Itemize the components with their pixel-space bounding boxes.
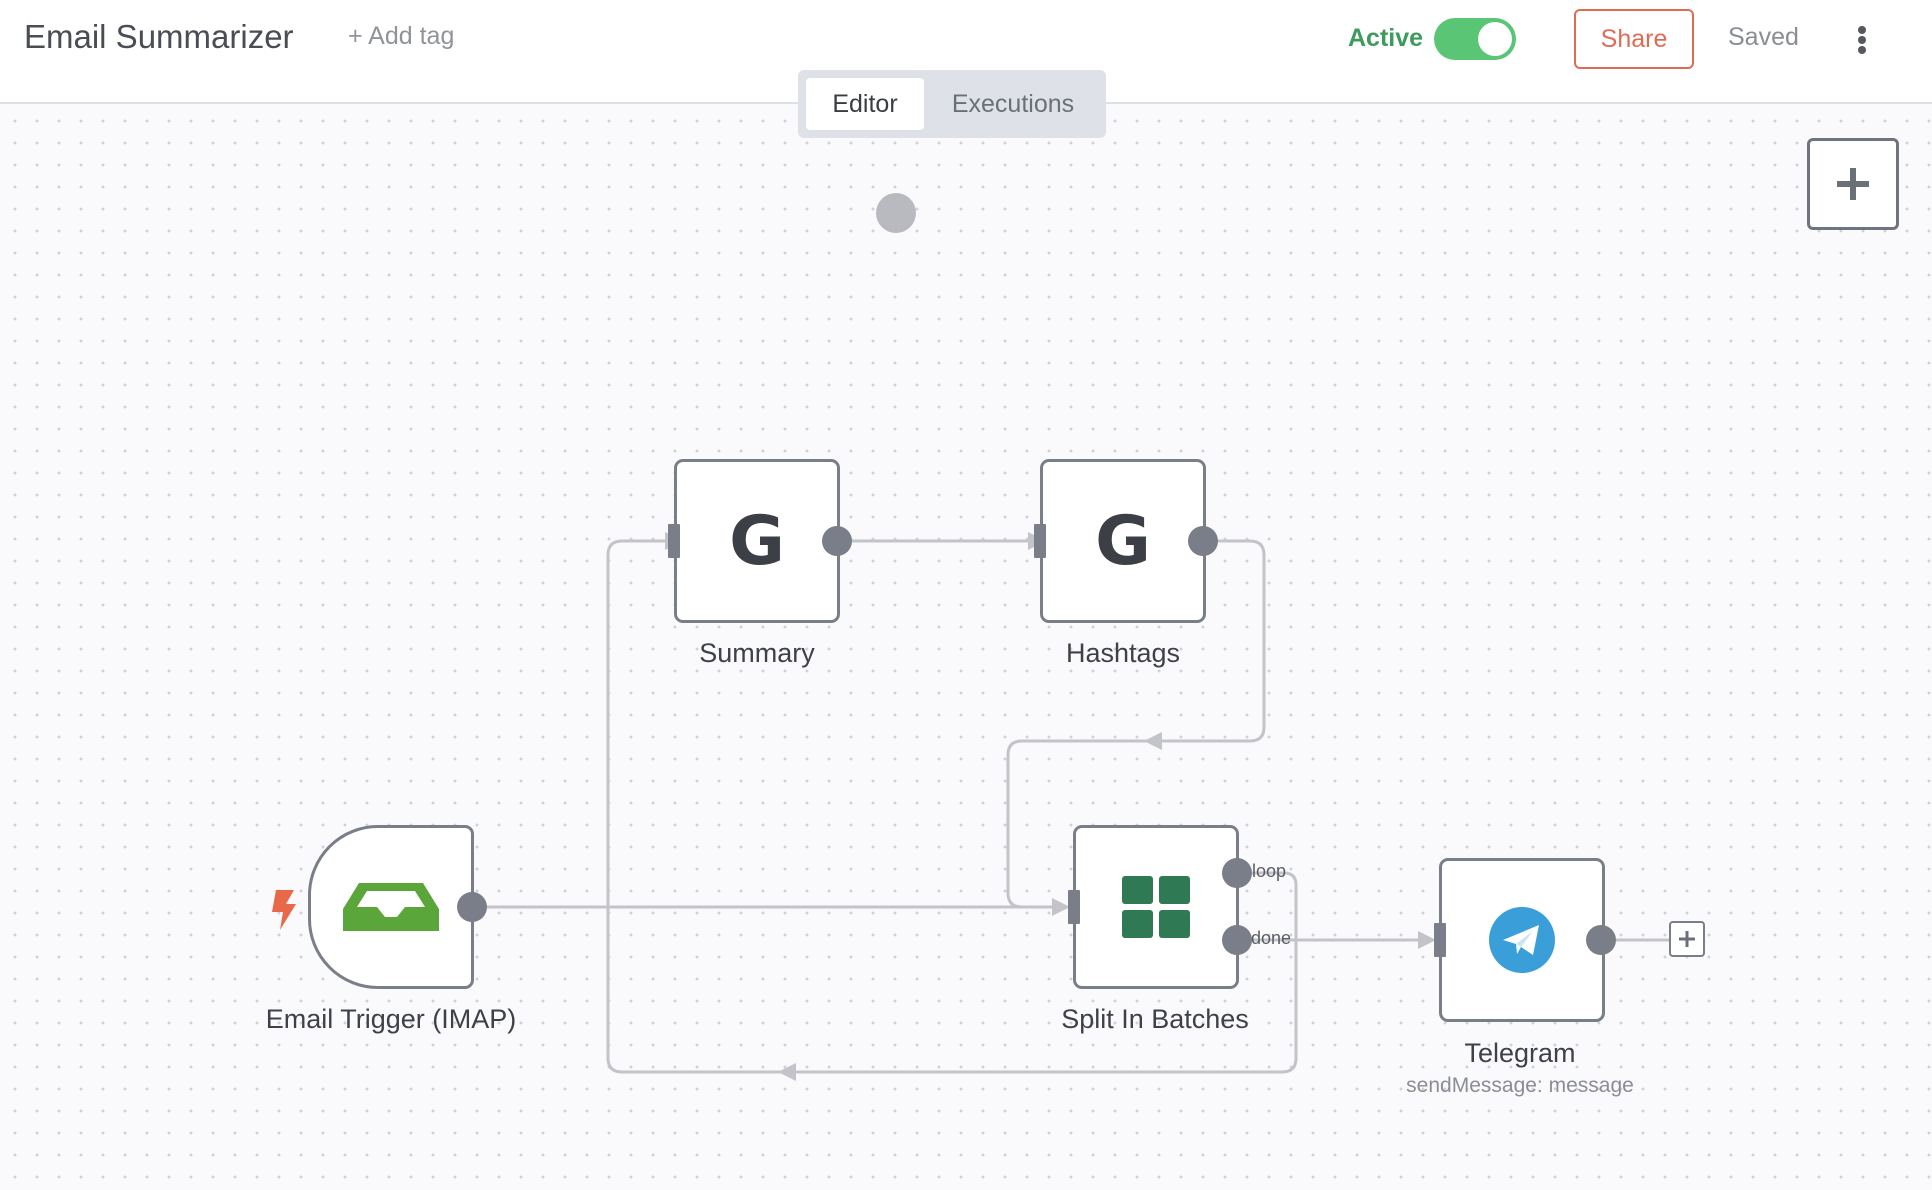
node-hashtags[interactable]: G	[1040, 459, 1206, 623]
node-label: Email Trigger (IMAP)	[265, 1004, 517, 1034]
arrow-icon	[1418, 931, 1436, 949]
telegram-input-handle[interactable]	[1434, 923, 1446, 957]
toggle-knob	[1478, 22, 1512, 56]
active-label: Active	[1348, 24, 1424, 52]
telegram-icon	[1489, 907, 1555, 973]
batches-done-handle[interactable]	[1222, 925, 1252, 955]
grid-icon	[1122, 876, 1190, 938]
port-label-done: done	[1251, 928, 1292, 948]
summary-input-handle[interactable]	[668, 524, 680, 558]
node-summary[interactable]: G	[674, 459, 840, 623]
add-node-button[interactable]	[1807, 138, 1899, 230]
editor-tabs: Editor Executions	[798, 70, 1106, 138]
node-label: Telegram	[1464, 1038, 1576, 1068]
more-options-icon[interactable]	[1846, 20, 1878, 60]
node-telegram[interactable]	[1439, 858, 1605, 1022]
port-label-loop: loop	[1252, 861, 1287, 881]
edge-loop-to-summary	[606, 539, 1298, 1074]
node-label: Split In Batches	[1061, 1004, 1249, 1034]
hashtags-input-handle[interactable]	[1034, 524, 1046, 558]
share-button[interactable]: Share	[1574, 9, 1694, 69]
workflow-title[interactable]: Email Summarizer	[24, 18, 294, 55]
arrow-icon	[1144, 732, 1162, 750]
node-subtitle: sendMessage: message	[1406, 1074, 1634, 1097]
batches-input-handle[interactable]	[1068, 890, 1080, 924]
add-next-node-button[interactable]	[1669, 921, 1705, 957]
tab-editor[interactable]: Editor	[806, 78, 924, 130]
node-split-in-batches[interactable]	[1073, 825, 1239, 989]
arrow-icon	[1052, 898, 1070, 916]
active-toggle[interactable]	[1434, 18, 1516, 60]
hashtags-output-handle[interactable]	[1188, 526, 1218, 556]
plus-icon	[1679, 931, 1695, 947]
trigger-output-handle[interactable]	[457, 892, 487, 922]
plus-icon	[1837, 168, 1869, 200]
edge-hashtags-to-batches	[1006, 539, 1266, 909]
canvas-indicator-dot	[876, 193, 916, 233]
arrow-icon	[778, 1063, 796, 1081]
node-label: Summary	[699, 638, 815, 668]
summary-output-handle[interactable]	[822, 526, 852, 556]
trigger-bolt-icon	[272, 890, 296, 930]
tab-executions[interactable]: Executions	[951, 89, 1075, 118]
node-label: Hashtags	[1065, 638, 1181, 668]
g-icon: G	[1095, 501, 1151, 581]
inbox-icon	[343, 883, 439, 931]
node-email-trigger[interactable]	[308, 825, 474, 989]
add-tag-button[interactable]: + Add tag	[348, 22, 455, 50]
telegram-output-handle[interactable]	[1586, 925, 1616, 955]
batches-loop-handle[interactable]	[1222, 858, 1252, 888]
saved-status: Saved	[1728, 23, 1799, 51]
workflow-canvas[interactable]	[0, 104, 1932, 1190]
g-icon: G	[729, 501, 785, 581]
